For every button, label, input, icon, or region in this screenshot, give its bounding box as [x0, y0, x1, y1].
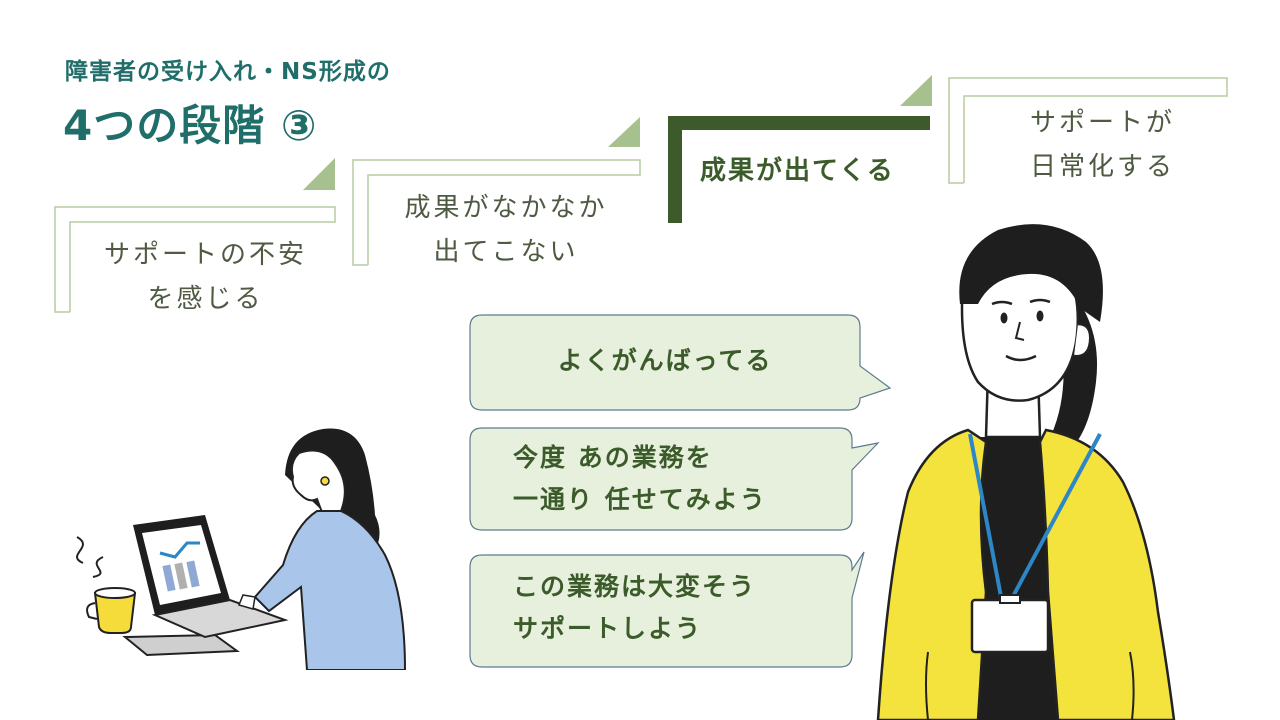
- step-3-triangle: [900, 75, 932, 106]
- lanyard-icon: [968, 433, 1102, 603]
- step-4-label: サポートが 日常化する: [975, 101, 1230, 189]
- speech-bubble-3-line1: この業務は大変そう: [513, 572, 757, 601]
- woman-with-id-badge-illustration: [876, 224, 1176, 720]
- step-1-label: サポートの不安 を感じる: [78, 233, 333, 321]
- worker-figure: [237, 428, 407, 670]
- speech-bubble-2-text: 今度 あの業務を 一通り 任せてみよう: [513, 437, 767, 521]
- step-4-line1: サポートが: [1029, 108, 1175, 138]
- coffee-mug-icon: [86, 587, 137, 634]
- speech-bubble-3-text: この業務は大変そう サポートしよう: [513, 566, 756, 650]
- step-1-line2: を感じる: [147, 284, 264, 314]
- speech-bubble-2-line2: 一通り 任せてみよう: [513, 485, 767, 514]
- step-2-triangle: [608, 117, 640, 147]
- laptop-icon: [133, 515, 289, 639]
- jacket-right: [1038, 428, 1176, 720]
- step-2-line2: 出てこない: [433, 237, 579, 267]
- page-title: 4つの段階 ③: [63, 101, 318, 150]
- step-1-triangle: [303, 158, 335, 190]
- step-4-line2: 日常化する: [1029, 152, 1175, 182]
- step-3-label: 成果が出てくる: [700, 156, 895, 186]
- woman-at-laptop-illustration: [76, 428, 407, 670]
- subtitle: 障害者の受け入れ・NS形成の: [65, 59, 391, 85]
- step-2-line1: 成果がなかなか: [404, 193, 608, 223]
- speech-bubble-1-text: よくがんばってる: [557, 346, 773, 375]
- steam-icon: [76, 536, 104, 578]
- speech-bubble-3-line2: サポートしよう: [513, 614, 703, 643]
- id-badge-icon: [970, 594, 1050, 654]
- jacket-left: [876, 428, 988, 720]
- step-1-line1: サポートの不安: [103, 240, 307, 270]
- step-2-label: 成果がなかなか 出てこない: [376, 186, 636, 274]
- speech-bubble-2-line1: 今度 あの業務を: [513, 443, 713, 472]
- notebook-icon: [122, 633, 240, 657]
